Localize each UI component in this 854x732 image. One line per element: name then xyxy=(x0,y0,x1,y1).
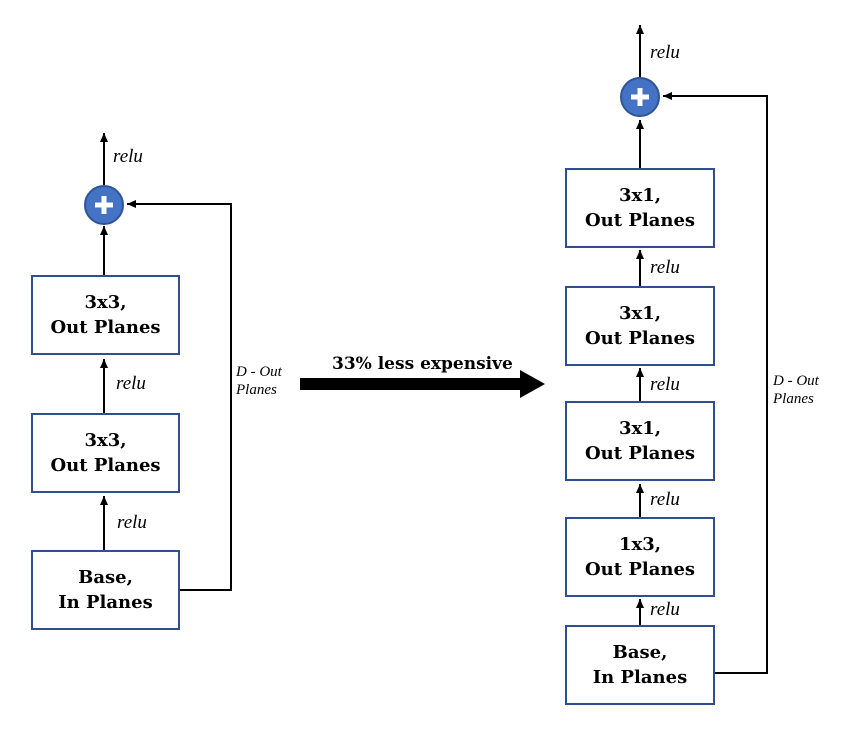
right-relu-label-4: relu xyxy=(650,599,680,620)
left-add-node-plus-circle-icon xyxy=(84,185,124,225)
right-relu-label-3: relu xyxy=(650,489,680,510)
box-kernel-label: 3x1, xyxy=(618,303,662,324)
right-skip-label: D - Out Planes xyxy=(773,372,819,408)
box-kernel-label: Base, xyxy=(78,567,133,588)
left-skip-label: D - Out Planes xyxy=(236,363,282,399)
right-conv1x3-box: 1x3, Out Planes xyxy=(565,517,715,597)
right-conv3x1-mid-box: 3x1, Out Planes xyxy=(565,286,715,366)
box-kernel-label: Base, xyxy=(612,642,668,663)
transition-arrow xyxy=(300,370,545,398)
skip-label-line1: D - Out xyxy=(773,373,819,389)
transition-caption: 33% less expensive xyxy=(332,354,513,374)
left-base-box: Base, In Planes xyxy=(31,550,180,630)
box-kernel-label: 1x3, xyxy=(618,534,662,555)
box-planes-label: Out Planes xyxy=(584,559,696,580)
left-relu-low-label: relu xyxy=(117,512,147,533)
left-conv3x3-top-box: 3x3, Out Planes xyxy=(31,275,180,355)
skip-label-line1: D - Out xyxy=(236,364,282,380)
box-kernel-label: 3x3, xyxy=(84,430,127,451)
box-planes-label: Out Planes xyxy=(50,317,161,338)
left-relu-output-label: relu xyxy=(113,146,143,167)
box-planes-label: In Planes xyxy=(58,592,153,613)
left-skip-connection xyxy=(127,200,232,591)
box-planes-label: Out Planes xyxy=(584,210,696,231)
box-planes-label: Out Planes xyxy=(50,455,161,476)
skip-label-line2: Planes xyxy=(236,382,277,398)
box-planes-label: Out Planes xyxy=(584,328,696,349)
left-conv3x3-bottom-box: 3x3, Out Planes xyxy=(31,413,180,493)
box-planes-label: In Planes xyxy=(592,667,688,688)
right-conv3x1-low-box: 3x1, Out Planes xyxy=(565,401,715,481)
box-kernel-label: 3x3, xyxy=(84,292,127,313)
right-conv3x1-top-box: 3x1, Out Planes xyxy=(565,168,715,248)
box-kernel-label: 3x1, xyxy=(618,418,662,439)
left-relu-mid-label: relu xyxy=(116,373,146,394)
box-planes-label: Out Planes xyxy=(584,443,696,464)
right-base-box: Base, In Planes xyxy=(565,625,715,705)
right-skip-connection xyxy=(663,92,768,674)
right-relu-output-label: relu xyxy=(650,42,680,63)
right-add-node-plus-circle-icon xyxy=(620,77,660,117)
right-relu-label-2: relu xyxy=(650,374,680,395)
box-kernel-label: 3x1, xyxy=(618,185,662,206)
right-relu-label-1: relu xyxy=(650,257,680,278)
skip-label-line2: Planes xyxy=(773,391,814,407)
